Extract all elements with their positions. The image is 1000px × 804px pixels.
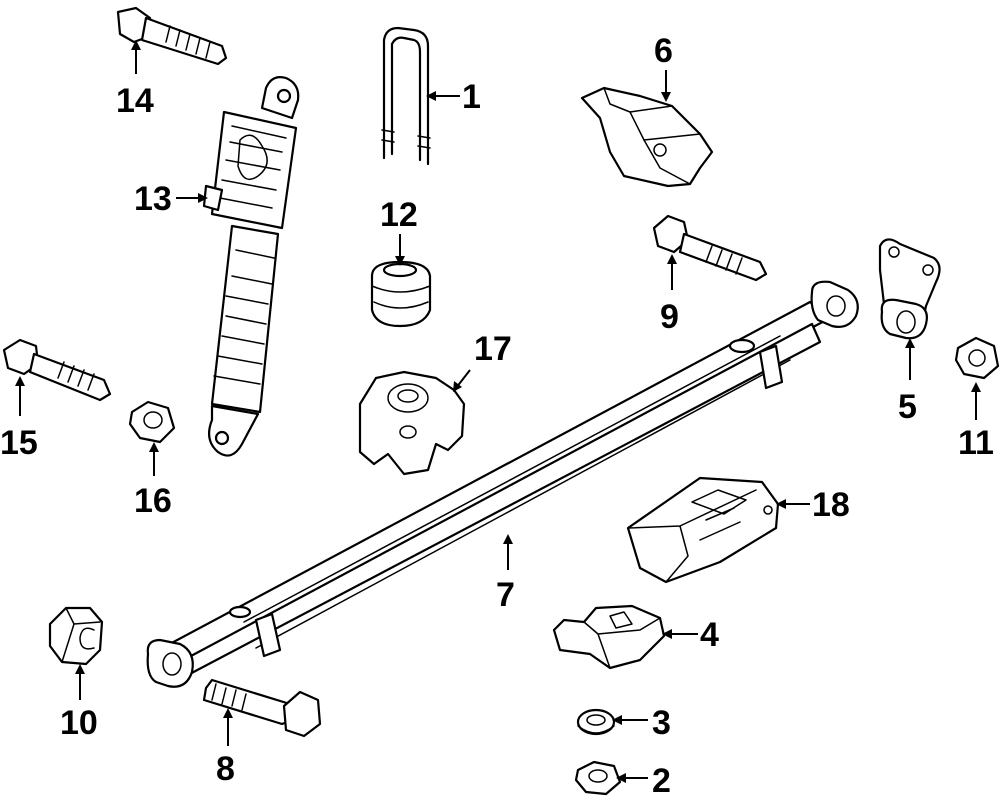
part-14-bolt — [116, 6, 228, 66]
callout-9: 9 — [660, 298, 679, 336]
part-9-bolt — [652, 214, 768, 282]
callout-5: 5 — [898, 388, 917, 426]
callout-17: 17 — [474, 330, 512, 368]
callout-18: 18 — [812, 486, 850, 524]
part-6-hanger-bracket — [580, 86, 714, 188]
part-3-washer — [576, 708, 616, 736]
callout-14: 14 — [116, 82, 154, 120]
callout-8: 8 — [216, 750, 235, 788]
part-15-bolt — [2, 338, 112, 402]
callout-3: 3 — [652, 704, 671, 742]
callout-12: 12 — [380, 196, 418, 234]
callout-1: 1 — [462, 78, 481, 116]
part-7-leaf-spring — [146, 280, 859, 688]
callout-labels: 1 2 3 4 5 6 7 8 9 10 11 12 13 14 15 16 1… — [0, 32, 994, 800]
part-16-nut — [128, 400, 176, 444]
part-10-nut — [48, 606, 104, 666]
part-8-bolt — [202, 678, 322, 738]
callout-2: 2 — [652, 762, 671, 800]
part-13-shock-absorber — [202, 76, 300, 457]
part-18-spacer-block — [626, 476, 780, 584]
leader-lines — [15, 40, 981, 783]
callout-7: 7 — [496, 576, 515, 614]
part-2-nut — [574, 760, 622, 796]
part-4-spring-seat — [552, 604, 666, 670]
part-11-nut — [954, 336, 1000, 380]
callout-16: 16 — [134, 482, 172, 520]
callout-4: 4 — [700, 616, 719, 654]
callout-15: 15 — [0, 424, 38, 462]
callout-13: 13 — [134, 180, 172, 218]
part-17-spring-plate — [358, 370, 466, 476]
callout-11: 11 — [958, 424, 994, 462]
part-5-shackle — [878, 238, 941, 340]
part-12-bump-stop — [370, 260, 432, 328]
callout-6: 6 — [654, 32, 673, 70]
callout-10: 10 — [60, 704, 98, 742]
part-1-u-bolt — [381, 26, 431, 166]
